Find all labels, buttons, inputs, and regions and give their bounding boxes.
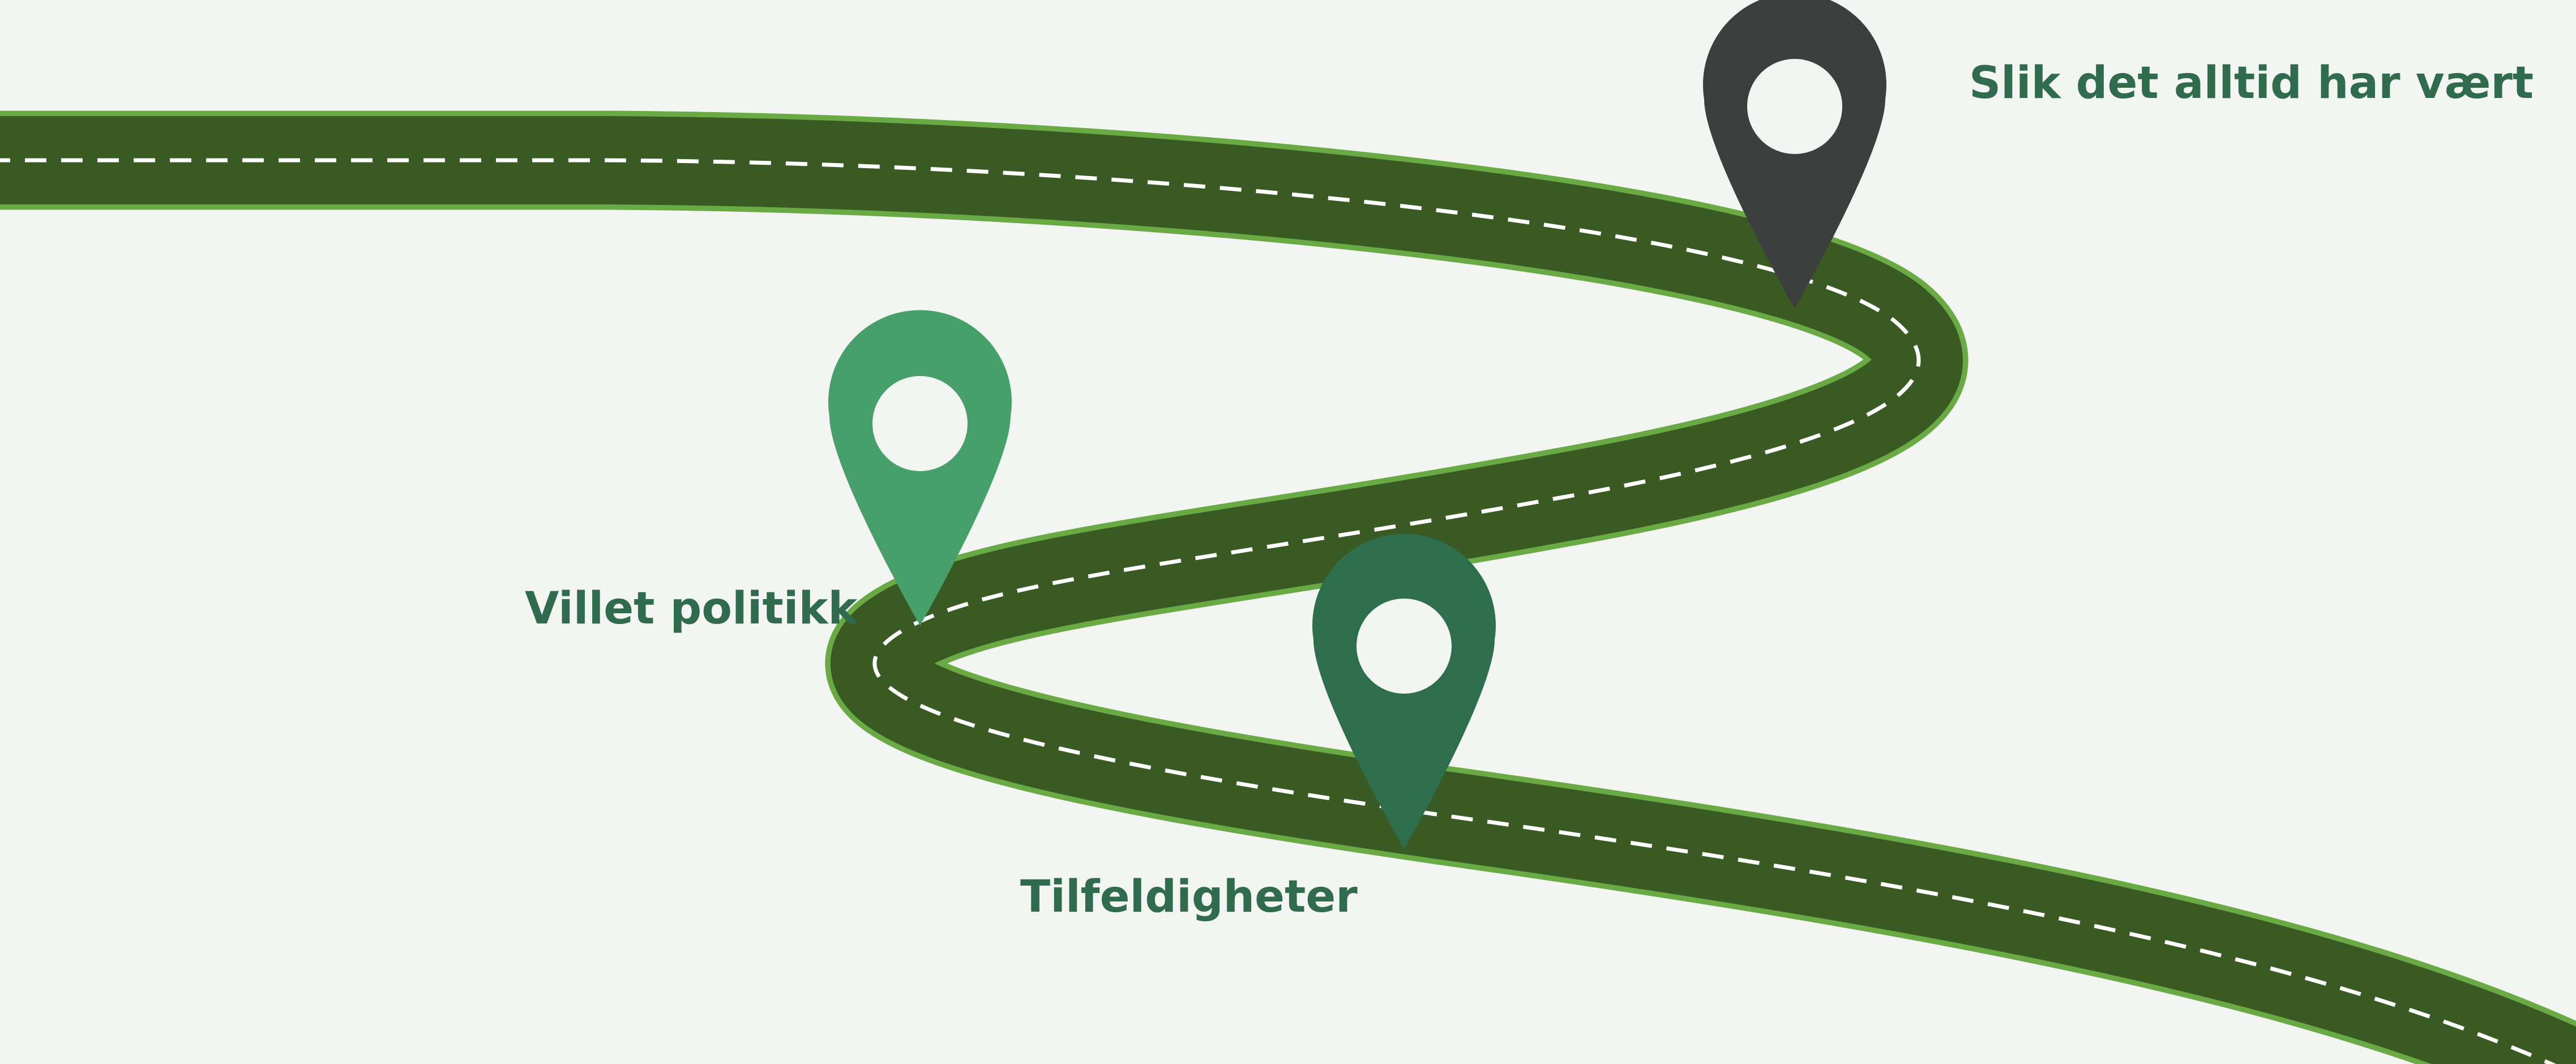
map-pin-hole [872, 376, 968, 471]
marker-label-slik-det-alltid-har-vaert: Slik det alltid har vært [1969, 58, 2534, 109]
map-pin-icon [1703, 0, 1886, 309]
marker-3-pin [1312, 533, 1496, 849]
road-surface [0, 116, 2576, 1064]
map-pin-hole [1747, 59, 1842, 154]
map-pin-hole [1357, 599, 1452, 694]
winding-road [0, 110, 2576, 1064]
marker-label-villet-politikk: Villet politikk [525, 583, 858, 634]
marker-1-pin [1703, 0, 1886, 309]
marker-2-pin [828, 310, 1012, 626]
marker-label-tilfeldigheter: Tilfeldigheter [1020, 871, 1358, 922]
lane-marking [0, 158, 2556, 1064]
